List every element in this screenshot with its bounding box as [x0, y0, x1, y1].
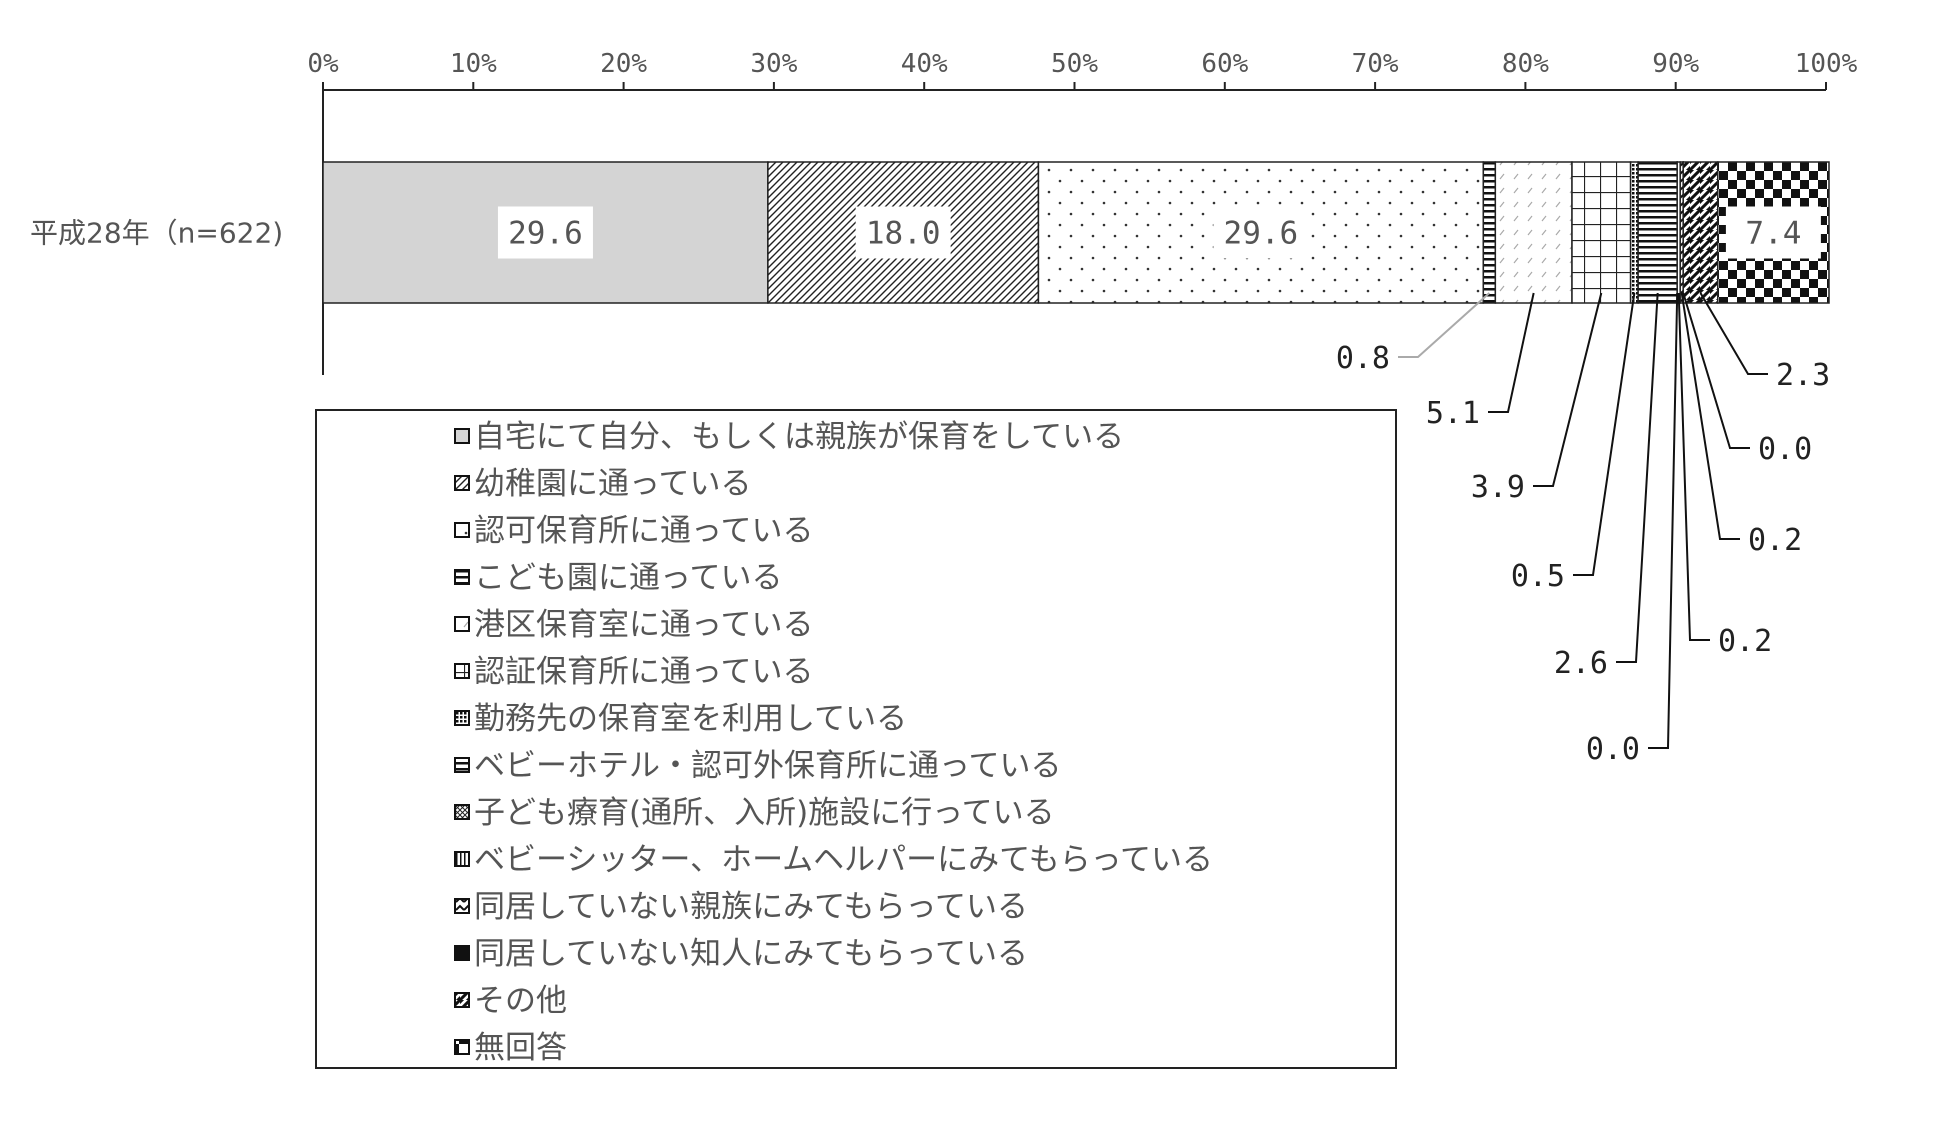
callout-line [1533, 292, 1603, 487]
callout-line [1699, 292, 1768, 375]
legend-swatch [454, 569, 470, 585]
callout-line [1616, 292, 1659, 663]
legend-swatch [454, 522, 470, 538]
legend-swatch [454, 898, 470, 914]
callout-label: 0.0 [1586, 732, 1640, 767]
legend-swatch [454, 804, 470, 820]
legend-swatch [454, 851, 470, 867]
bar-segment [1571, 161, 1632, 304]
legend-swatch [454, 992, 470, 1008]
callout-line [1680, 292, 1740, 540]
legend-swatch [454, 757, 470, 773]
callout-label: 5.1 [1426, 396, 1480, 431]
legend-label: その他 [474, 983, 567, 1019]
x-tick-label: 40% [901, 49, 948, 79]
legend-swatch [454, 475, 470, 491]
data-label-box [1213, 206, 1309, 259]
legend-swatch [454, 710, 470, 726]
legend-label: 同居していない親族にみてもらっている [474, 889, 1028, 925]
x-tick-label: 90% [1652, 49, 1699, 79]
data-label-box [497, 206, 593, 259]
callout-label: 0.8 [1336, 341, 1390, 376]
callout-label: 0.2 [1718, 624, 1772, 659]
legend-label: こども園に通っている [474, 560, 782, 596]
legend-swatch [454, 1039, 470, 1055]
legend-box [315, 409, 1397, 1069]
bar-segment [1482, 161, 1497, 304]
callout-label: 2.3 [1776, 358, 1830, 393]
callout-label: 2.6 [1554, 646, 1608, 681]
legend-label: 勤務先の保育室を利用している [474, 701, 907, 737]
x-tick-label: 0% [307, 49, 339, 79]
callout-labels: 0.8 5.1 3.9 0.5 2.6 0.0 2.3 0.0 0.2 0.2 [1336, 292, 1830, 767]
callout-line [1398, 292, 1490, 358]
data-label-box [855, 206, 951, 259]
callout-line [1648, 292, 1679, 749]
data-label: 7.4 [1745, 216, 1801, 252]
callout-label: 3.9 [1471, 470, 1525, 505]
data-label: 18.0 [866, 216, 941, 252]
legend-swatch [454, 428, 470, 444]
bar-segment [1682, 161, 1719, 304]
legend-label: 認可保育所に通っている [474, 513, 813, 549]
callout-label: 0.5 [1511, 559, 1565, 594]
legend-swatch [454, 616, 470, 632]
callout-line [1677, 292, 1710, 641]
x-tick-label: 20% [600, 49, 647, 79]
legend: 自宅にて自分、もしくは親族が保育をしている幼稚園に通っている認可保育所に通ってい… [315, 409, 1397, 1069]
legend-label: 子ども療育(通所、入所)施設に行っている [474, 795, 1055, 831]
x-tick-label: 30% [750, 49, 797, 79]
legend-label: 港区保育室に通っている [474, 607, 813, 643]
category-label: 平成28年（n=622) [30, 217, 283, 250]
legend-label: 同居していない知人にみてもらっている [474, 936, 1028, 972]
data-label: 29.6 [1224, 216, 1299, 252]
x-tick-label: 80% [1502, 49, 1549, 79]
callout-label: 0.2 [1748, 523, 1802, 558]
bar-segment [1494, 161, 1573, 304]
x-axis: 0% 10% 20% 30% 40% 50% 60% 70% 80% 90% 100% 平成28年（n… [30, 49, 1858, 375]
x-tick-label: 70% [1352, 49, 1399, 79]
legend-swatch [454, 945, 470, 961]
legend-label: 自宅にて自分、もしくは親族が保育をしている [474, 419, 1124, 455]
data-label: 29.6 [508, 216, 583, 252]
data-label-box [1733, 206, 1814, 259]
legend-label: 幼稚園に通っている [474, 466, 751, 502]
x-tick-label: 10% [450, 49, 497, 79]
callout-line [1573, 292, 1636, 576]
callout-line [1682, 292, 1750, 449]
bar-segment [1637, 161, 1678, 304]
legend-label: ベビーホテル・認可外保育所に通っている [474, 748, 1061, 784]
x-tick-label: 60% [1201, 49, 1248, 79]
bar-series: 29.618.029.67.47.4 [322, 161, 1830, 304]
x-tick-label: 50% [1051, 49, 1098, 79]
legend-label: 無回答 [474, 1030, 567, 1066]
callout-line [1488, 292, 1535, 413]
legend-label: ベビーシッター、ホームヘルパーにみてもらっている [474, 842, 1213, 878]
callout-label: 0.0 [1758, 432, 1812, 467]
legend-swatch [454, 663, 470, 679]
bar-segment [1629, 161, 1639, 304]
legend-label: 認証保育所に通っている [474, 654, 813, 690]
x-tick-label: 100% [1795, 49, 1858, 79]
